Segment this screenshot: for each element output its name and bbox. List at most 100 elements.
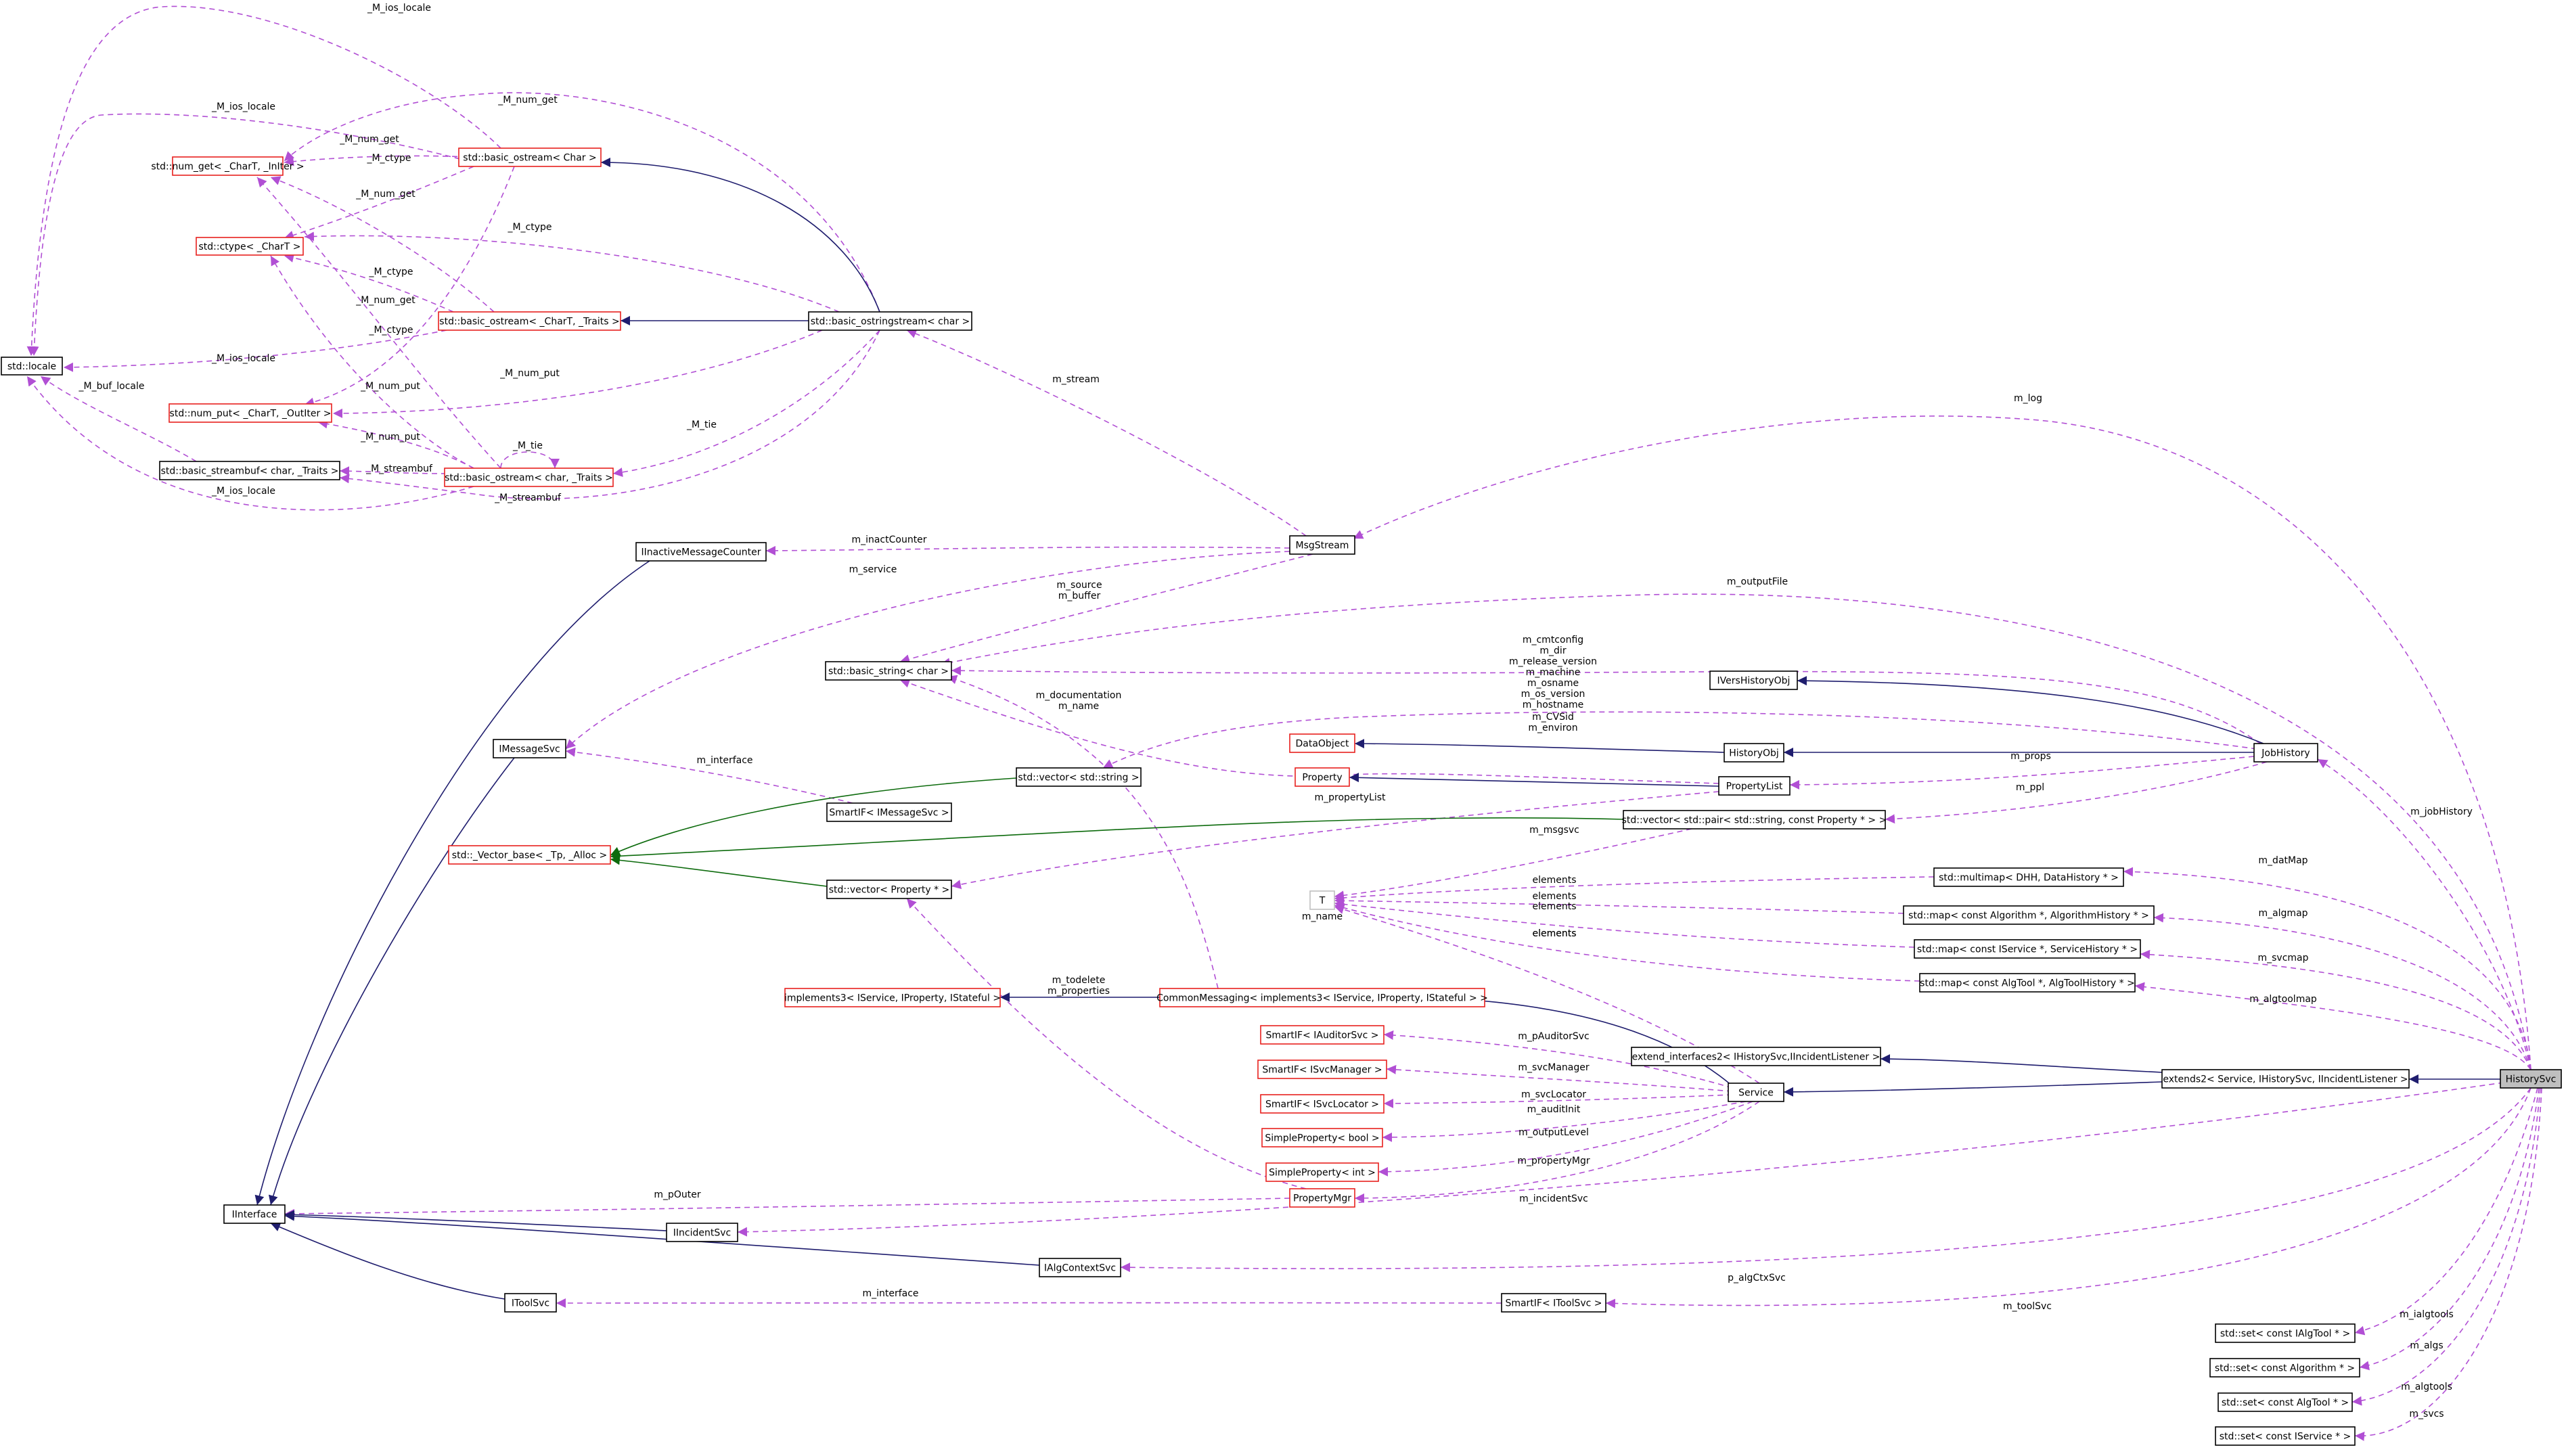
node-ctype[interactable]: std::ctype< _CharT > bbox=[196, 237, 304, 256]
edge-label: m_pAuditorSvc bbox=[1518, 1031, 1589, 1042]
node-map_tool[interactable]: std::map< const AlgTool *, AlgToolHistor… bbox=[1919, 973, 2136, 993]
node-property[interactable]: Property bbox=[1295, 767, 1350, 787]
edge-msgstream-to-basic_string bbox=[899, 553, 1313, 664]
node-box bbox=[2161, 1069, 2410, 1089]
node-jobhistory[interactable]: JobHistory bbox=[2253, 743, 2318, 763]
edge-ostream_char-to-std_locale bbox=[26, 5, 501, 357]
edge-smartif_msg-to-imessagesvc bbox=[565, 747, 853, 804]
node-historysvc[interactable]: HistorySvc bbox=[2500, 1069, 2562, 1089]
node-set_ialgtool[interactable]: std::set< const IAlgTool * > bbox=[2215, 1323, 2356, 1343]
node-smartif_msg[interactable]: SmartIF< IMessageSvc > bbox=[826, 802, 952, 822]
node-box bbox=[1295, 767, 1350, 787]
node-simple_bool[interactable]: SimpleProperty< bool > bbox=[1261, 1128, 1383, 1147]
node-box bbox=[504, 1293, 557, 1313]
edge-streambuf-to-std_locale bbox=[40, 376, 197, 462]
node-itoolsvc[interactable]: IToolSvc bbox=[504, 1293, 557, 1313]
node-dataobject[interactable]: DataObject bbox=[1289, 733, 1355, 753]
node-smartif_auditor[interactable]: SmartIF< IAuditorSvc > bbox=[1260, 1025, 1385, 1045]
node-inactive_counter[interactable]: IInactiveMessageCounter bbox=[635, 542, 767, 562]
node-historyobj[interactable]: HistoryObj bbox=[1724, 743, 1784, 763]
node-vector_base[interactable]: std::_Vector_base< _Tp, _Alloc > bbox=[448, 845, 611, 865]
node-box bbox=[168, 403, 332, 423]
edge-ostream_chart-to-num_get bbox=[270, 176, 495, 313]
edge-propertymgr-to-vec_prop bbox=[906, 898, 1307, 1189]
node-num_put[interactable]: std::num_put< _CharT, _OutIter > bbox=[168, 403, 332, 423]
node-label: std::vector< std::pair< std::string, con… bbox=[1622, 815, 1887, 826]
node-smartif_svcloc[interactable]: SmartIF< ISvcLocator > bbox=[1260, 1094, 1385, 1114]
node-propertymgr[interactable]: PropertyMgr bbox=[1289, 1188, 1355, 1208]
node-ostream_char_traits[interactable]: std::basic_ostream< char, _Traits > bbox=[444, 468, 614, 487]
edge-label: _M_num_get bbox=[339, 134, 399, 145]
edge-label: _M_num_put bbox=[360, 432, 420, 442]
node-label: SmartIF< IToolSvc > bbox=[1505, 1298, 1602, 1309]
node-map_alg[interactable]: std::map< const Algorithm *, AlgorithmHi… bbox=[1903, 905, 2155, 925]
node-vec_pair[interactable]: std::vector< std::pair< std::string, con… bbox=[1622, 810, 1887, 829]
node-num_get[interactable]: std::num_get< _CharT, _InIter > bbox=[151, 156, 305, 176]
edge-label: _M_num_put bbox=[499, 368, 560, 379]
node-service[interactable]: Service bbox=[1728, 1083, 1784, 1102]
node-simple_int[interactable]: SimpleProperty< int > bbox=[1265, 1162, 1379, 1182]
edge-service-to-simple_int bbox=[1378, 1101, 1753, 1177]
node-iversobj[interactable]: IVersHistoryObj bbox=[1709, 670, 1798, 690]
node-set_isvc[interactable]: std::set< const IService * > bbox=[2215, 1426, 2356, 1446]
edge-label: m_datMap bbox=[2258, 855, 2308, 866]
edge-label: _M_ios_locale bbox=[211, 101, 275, 112]
node-extend_interfaces2[interactable]: extend_interfaces2< IHistorySvc,IInciden… bbox=[1631, 1047, 1881, 1066]
node-multimap[interactable]: std::multimap< DHH, DataHistory * > bbox=[1933, 867, 2124, 887]
edge-historysvc-to-set_algtool bbox=[2351, 1087, 2541, 1406]
node-box bbox=[1709, 670, 1798, 690]
edge-label: m_auditInit bbox=[1527, 1104, 1581, 1115]
node-implements3[interactable]: implements3< IService, IProperty, IState… bbox=[784, 988, 1001, 1007]
edge-label: m_algmap bbox=[2258, 908, 2308, 919]
node-label: std::set< const IService * > bbox=[2220, 1432, 2351, 1442]
node-std_locale[interactable]: std::locale bbox=[1, 357, 63, 376]
node-interface[interactable]: IInterface bbox=[223, 1204, 286, 1224]
edge-historysvc-to-map_svc bbox=[2140, 949, 2531, 1070]
node-ostream_char[interactable]: std::basic_ostream< Char > bbox=[458, 147, 602, 167]
node-propertylist[interactable]: PropertyList bbox=[1718, 776, 1791, 796]
node-label: MsgStream bbox=[1296, 541, 1349, 551]
node-box bbox=[444, 468, 614, 487]
edge-vec_string-to-vector_base bbox=[610, 777, 1017, 856]
node-streambuf[interactable]: std::basic_streambuf< char, _Traits > bbox=[159, 461, 340, 480]
edge-service-to-smartif_svcmgr bbox=[1386, 1064, 1733, 1092]
edge-historysvc-to-basic_string bbox=[940, 593, 2531, 1070]
node-label: SmartIF< ISvcLocator > bbox=[1265, 1099, 1379, 1110]
node-layer: std::locale std::num_get< _CharT, _InIter… bbox=[1, 147, 2562, 1446]
node-label: CommonMessaging< implements3< IService, … bbox=[1156, 993, 1488, 1004]
node-basic_string[interactable]: std::basic_string< char > bbox=[825, 661, 952, 681]
node-vec_string[interactable]: std::vector< std::string > bbox=[1016, 767, 1142, 787]
node-box bbox=[458, 147, 602, 167]
node-label: std::map< const Algorithm *, AlgorithmHi… bbox=[1908, 911, 2149, 922]
node-extends2[interactable]: extends2< Service, IHistorySvc, IInciden… bbox=[2161, 1069, 2410, 1089]
node-msgstream[interactable]: MsgStream bbox=[1289, 535, 1355, 555]
node-set_algtool[interactable]: std::set< const AlgTool * > bbox=[2218, 1392, 2353, 1412]
node-ostream_chart[interactable]: std::basic_ostream< _CharT, _Traits > bbox=[438, 311, 621, 331]
node-iincidentsvc[interactable]: IIncidentSvc bbox=[666, 1223, 738, 1242]
node-smartif_svcmgr[interactable]: SmartIF< ISvcManager > bbox=[1257, 1060, 1387, 1079]
edge-ostringstream-to-streambuf bbox=[339, 329, 880, 499]
node-smartif_tool[interactable]: SmartIF< IToolSvc > bbox=[1501, 1293, 1606, 1313]
node-label: std::basic_ostream< char, _Traits > bbox=[445, 473, 613, 484]
node-box bbox=[1309, 890, 1335, 910]
node-imessagesvc[interactable]: IMessageSvc bbox=[493, 739, 566, 758]
node-box bbox=[1, 357, 63, 376]
edge-label: _M_streambuf bbox=[494, 493, 562, 503]
node-commonmsg[interactable]: CommonMessaging< implements3< IService, … bbox=[1156, 988, 1488, 1007]
node-ostringstream[interactable]: std::basic_ostringstream< char > bbox=[808, 311, 972, 331]
node-T[interactable]: T bbox=[1309, 890, 1335, 910]
node-box bbox=[1265, 1162, 1379, 1182]
edge-label: _M_ctype bbox=[368, 267, 413, 277]
node-label: std::multimap< DHH, DataHistory * > bbox=[1939, 873, 2119, 884]
node-box bbox=[666, 1223, 738, 1242]
node-box bbox=[1623, 810, 1886, 829]
edge-historysvc-to-set_isvc bbox=[2354, 1087, 2542, 1441]
node-map_svc[interactable]: std::map< const IService *, ServiceHisto… bbox=[1914, 939, 2141, 959]
node-label: std::vector< std::string > bbox=[1018, 773, 1139, 783]
edge-label: _M_ios_locale bbox=[211, 353, 275, 364]
node-set_alg[interactable]: std::set< const Algorithm * > bbox=[2209, 1358, 2360, 1378]
node-ialgcontext[interactable]: IAlgContextSvc bbox=[1039, 1258, 1121, 1277]
node-label: HistoryObj bbox=[1729, 748, 1779, 759]
node-vec_prop[interactable]: std::vector< Property * > bbox=[826, 880, 952, 899]
